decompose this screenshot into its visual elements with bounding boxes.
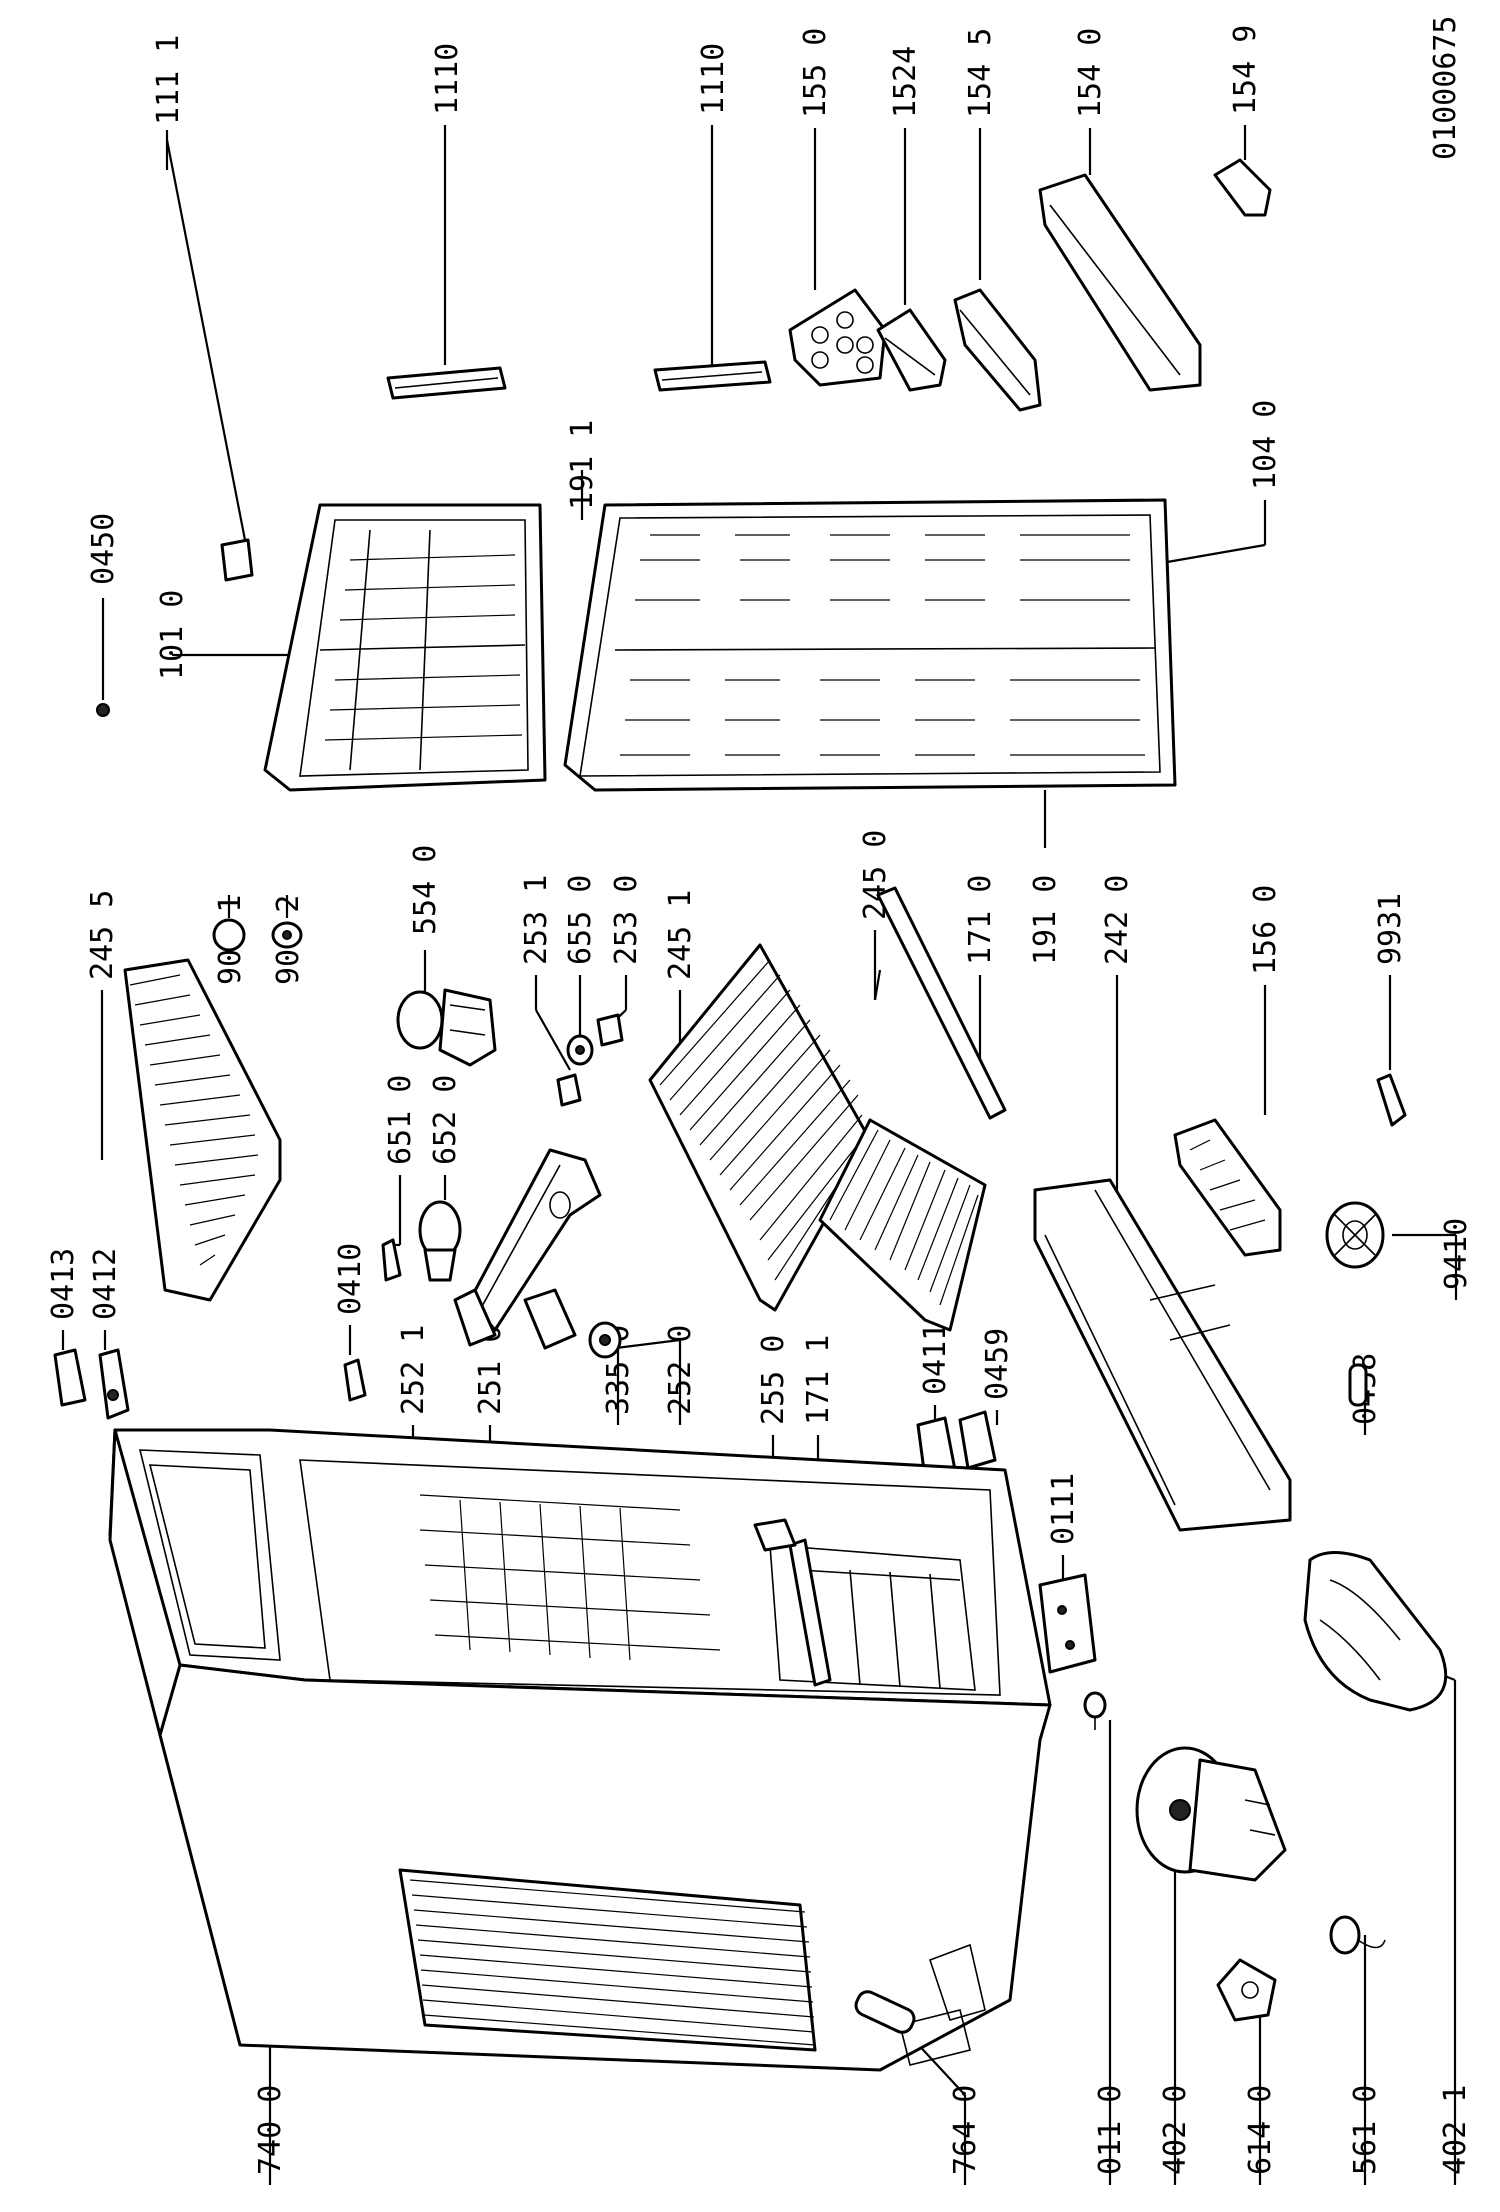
filter-drier-764: [854, 1990, 916, 2034]
pin-0458: [1348, 1363, 1368, 1407]
hinge-bracket-0111: [1038, 1573, 1097, 1674]
callout-154-0: 154 0: [1073, 28, 1108, 118]
callout-655-0: 655 0: [563, 875, 598, 965]
housing-part-252-1: [453, 1288, 497, 1347]
condenser-coil-740: [398, 1868, 817, 2052]
callout-242-0: 242 0: [1100, 875, 1135, 965]
lamp-cover-651: [381, 1238, 402, 1282]
compressor-402-0: [1135, 1746, 1287, 1882]
ice-tray: [1173, 1118, 1282, 1257]
callout-255-0: 255 0: [756, 1335, 791, 1425]
callout-245-1: 245 1: [663, 890, 698, 980]
callout-0413: 0413: [46, 1248, 81, 1320]
callout-0459: 0459: [980, 1328, 1015, 1400]
callout-156-0: 156 0: [1248, 885, 1283, 975]
ring-904-1: [212, 918, 246, 952]
fridge-grid-shelf-245-0: [818, 1118, 987, 1332]
door-handle-part: [653, 360, 772, 392]
scraper-9931: [1376, 1073, 1407, 1127]
small-door-shelf: [953, 288, 1042, 412]
lamp-holder-253-1: [556, 1073, 582, 1107]
callout-253-0: 253 0: [609, 875, 644, 965]
adjustable-foot-011: [1083, 1691, 1107, 1730]
drawing-number: 01000675: [1428, 16, 1463, 161]
relay-614: [1216, 1958, 1277, 2022]
switch-655: [566, 1034, 594, 1066]
callout-9931: 9931: [1373, 893, 1408, 965]
fridge-door-panel: [563, 498, 1177, 792]
callout-155-0: 155 0: [798, 28, 833, 118]
screw-0450: [96, 703, 110, 717]
callout-1110-b: 1110: [696, 43, 731, 115]
callout-1524: 1524: [888, 46, 923, 118]
callout-245-5: 245 5: [85, 890, 120, 980]
callout-0111: 0111: [1046, 1473, 1081, 1545]
overload-561: [1329, 1915, 1386, 1955]
hinge-cover-0413: [53, 1348, 87, 1407]
callout-111-1: 111 1: [151, 35, 186, 125]
callout-253-1: 253 1: [519, 875, 554, 965]
callout-652-0: 652 0: [428, 1075, 463, 1165]
callout-154-9: 154 9: [1228, 25, 1263, 115]
callout-0412: 0412: [88, 1248, 123, 1320]
callout-0411: 0411: [918, 1323, 953, 1395]
cover-255-0: [753, 1518, 797, 1552]
callout-191-0: 191 0: [1028, 875, 1063, 965]
callout-1110-a: 1110: [430, 43, 465, 115]
lamp-652: [418, 1200, 462, 1282]
control-housing-252-0: [468, 1148, 602, 1332]
callout-171-1: 171 1: [801, 1335, 836, 1425]
crisper-drawers: [1033, 1178, 1292, 1532]
butter-dish: [876, 308, 947, 392]
callout-0450: 0450: [86, 513, 121, 585]
label-tag-1111: [220, 538, 254, 582]
freezer-grid-shelf: [123, 958, 282, 1302]
hinge-0412: [98, 1348, 130, 1420]
thermostat-554: [396, 988, 497, 1067]
callout-101-0: 101 0: [155, 590, 190, 680]
fan-9410: [1325, 1201, 1385, 1269]
fridge-grid-shelf-245-1: [648, 943, 872, 1312]
callout-171-0: 171 0: [963, 875, 998, 965]
compressor-cover-402-1: [1303, 1551, 1448, 1712]
callout-651-0: 651 0: [383, 1075, 418, 1165]
knob-335-0: [588, 1321, 622, 1359]
housing-part-251-0: [523, 1288, 577, 1350]
hinge-pin-0410: [343, 1358, 367, 1402]
shelf-clip: [1213, 158, 1272, 217]
shelf-strip-171-0: [876, 886, 1007, 1120]
door-handle-part: [386, 366, 507, 400]
cover-253-0: [596, 1013, 624, 1047]
freezer-door-panel: [263, 503, 547, 792]
egg-tray: [788, 288, 887, 387]
callout-154-5: 154 5: [963, 28, 998, 118]
callout-0410: 0410: [333, 1243, 368, 1315]
callout-104-0: 104 0: [1248, 400, 1283, 490]
knob-904-2: [271, 921, 303, 949]
callout-554-0: 554 0: [408, 845, 443, 935]
callout-252-1: 252 1: [396, 1325, 431, 1415]
door-shelf: [1038, 173, 1202, 392]
shelf-strip-171-1: [788, 1538, 832, 1687]
hinge-0459: [958, 1410, 997, 1470]
